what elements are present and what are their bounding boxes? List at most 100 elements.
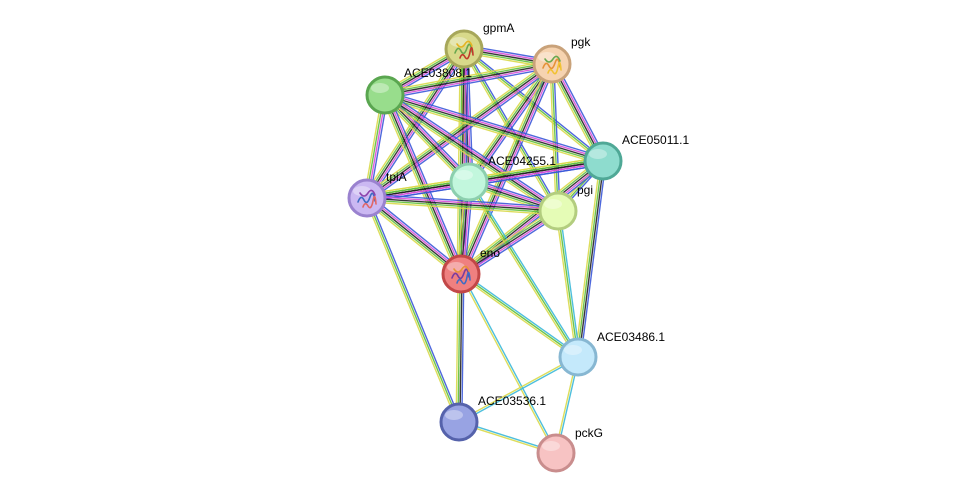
- edge-evidence-line: [551, 63, 559, 212]
- edge-eno-ACE03486.1[interactable]: [459, 271, 580, 360]
- node-label: tpiA: [386, 170, 407, 184]
- edge-tpiA-eno[interactable]: [364, 194, 464, 278]
- edge-evidence-line: [387, 93, 466, 273]
- node-pgi[interactable]: pgi: [538, 183, 593, 231]
- node-circle[interactable]: [441, 254, 481, 294]
- node-ACE03536.1[interactable]: ACE03536.1: [439, 394, 546, 442]
- edge-evidence-line: [385, 92, 560, 211]
- node-circle[interactable]: [444, 29, 484, 69]
- edge-ACE05011.1-eno[interactable]: [458, 157, 606, 278]
- edge-eno-pckG[interactable]: [459, 273, 558, 454]
- edge-evidence-line: [465, 48, 472, 182]
- edge-evidence-line: [365, 61, 552, 198]
- node-circle[interactable]: [532, 44, 572, 84]
- node-circle[interactable]: [449, 162, 489, 202]
- node-circle[interactable]: [365, 75, 405, 115]
- edge-evidence-line: [458, 355, 578, 422]
- node-label: ACE03808.1: [404, 66, 472, 80]
- edge-evidence-line: [367, 195, 463, 274]
- protein-structure-icon: [357, 189, 377, 209]
- node-pgk[interactable]: pgk: [532, 35, 591, 84]
- node-label: pgk: [571, 35, 591, 49]
- edge-evidence-line: [460, 63, 553, 275]
- node-ACE03486.1[interactable]: ACE03486.1: [558, 330, 665, 377]
- node-eno[interactable]: eno: [441, 246, 500, 294]
- edge-evidence-line: [383, 97, 603, 166]
- edge-evidence-line: [384, 59, 552, 92]
- node-highlight: [542, 441, 560, 451]
- edge-evidence-line: [384, 96, 603, 164]
- edge-evidence-line: [461, 274, 465, 423]
- edge-evidence-line: [458, 157, 602, 272]
- node-ACE05011.1[interactable]: ACE05011.1: [583, 133, 689, 181]
- node-label: eno: [480, 246, 500, 260]
- node-ACE04255.1[interactable]: ACE04255.1: [449, 154, 556, 202]
- node-pckG[interactable]: pckG: [536, 426, 603, 473]
- node-label: gpmA: [483, 21, 514, 35]
- edge-ACE05011.1-ACE03486.1[interactable]: [574, 160, 607, 358]
- protein-structure-icon: [542, 55, 562, 75]
- node-circle[interactable]: [536, 433, 576, 473]
- edge-evidence-line: [385, 67, 553, 100]
- edge-evidence-line: [458, 207, 557, 272]
- structure-strand: [451, 268, 470, 280]
- structure-strand: [453, 265, 470, 273]
- node-tpiA[interactable]: tpiA: [347, 170, 407, 218]
- structure-strand: [359, 189, 376, 197]
- node-gpmA[interactable]: gpmA: [444, 21, 514, 69]
- edge-evidence-line: [580, 161, 607, 358]
- node-circle[interactable]: [558, 337, 598, 377]
- structure-strand: [544, 55, 561, 63]
- node-highlight: [538, 52, 556, 62]
- edge-evidence-line: [364, 200, 460, 278]
- edge-evidence-line: [462, 64, 555, 276]
- edge-eno-ACE03536.1[interactable]: [455, 273, 465, 423]
- node-circle[interactable]: [538, 191, 578, 231]
- edge-evidence-line: [461, 273, 558, 453]
- edge-evidence-line: [459, 274, 578, 360]
- edge-tpiA-pgi[interactable]: [366, 193, 559, 216]
- edge-evidence-line: [459, 357, 579, 424]
- edge-pgk-ACE03808.1[interactable]: [384, 59, 553, 100]
- edge-evidence-line: [366, 197, 460, 423]
- edge-pgk-pgi[interactable]: [549, 63, 561, 212]
- edge-evidence-line: [458, 48, 463, 274]
- edge-evidence-line: [463, 65, 557, 276]
- protein-structure-icon: [451, 265, 471, 285]
- edge-evidence-line: [457, 273, 461, 422]
- edge-evidence-line: [559, 210, 581, 357]
- edge-evidence-line: [456, 62, 550, 273]
- edge-evidence-line: [462, 49, 603, 164]
- edge-evidence-line: [385, 90, 605, 159]
- edge-evidence-line: [385, 92, 604, 160]
- structure-strand: [362, 195, 377, 209]
- structure-strand: [547, 61, 562, 75]
- node-circle[interactable]: [347, 178, 387, 218]
- edge-pgi-ACE03486.1[interactable]: [555, 210, 581, 358]
- edge-gpmA-eno[interactable]: [456, 48, 469, 275]
- node-circle[interactable]: [583, 141, 623, 181]
- edge-evidence-line: [456, 48, 461, 274]
- edge-evidence-line: [462, 49, 467, 275]
- edge-tpiA-ACE03536.1[interactable]: [364, 197, 462, 423]
- edge-evidence-line: [383, 95, 558, 214]
- edge-ACE03486.1-ACE03536.1[interactable]: [458, 355, 579, 424]
- edge-evidence-line: [459, 274, 556, 454]
- edge-evidence-line: [384, 94, 462, 275]
- edge-pgk-eno[interactable]: [456, 62, 557, 276]
- edge-evidence-line: [386, 91, 561, 209]
- edge-evidence-line: [367, 64, 554, 201]
- edge-evidence-line: [382, 97, 557, 215]
- structure-strand: [459, 46, 474, 60]
- edge-evidence-line: [366, 199, 558, 214]
- edge-ACE03808.1-ACE05011.1[interactable]: [383, 90, 605, 166]
- edge-evidence-line: [364, 198, 458, 423]
- edge-ACE03808.1-pgi[interactable]: [382, 91, 561, 215]
- node-ACE03808.1[interactable]: ACE03808.1: [365, 66, 472, 115]
- edge-evidence-line: [368, 197, 462, 422]
- edge-pgk-tpiA[interactable]: [364, 60, 555, 202]
- node-circle[interactable]: [439, 402, 479, 442]
- node-highlight: [564, 345, 582, 355]
